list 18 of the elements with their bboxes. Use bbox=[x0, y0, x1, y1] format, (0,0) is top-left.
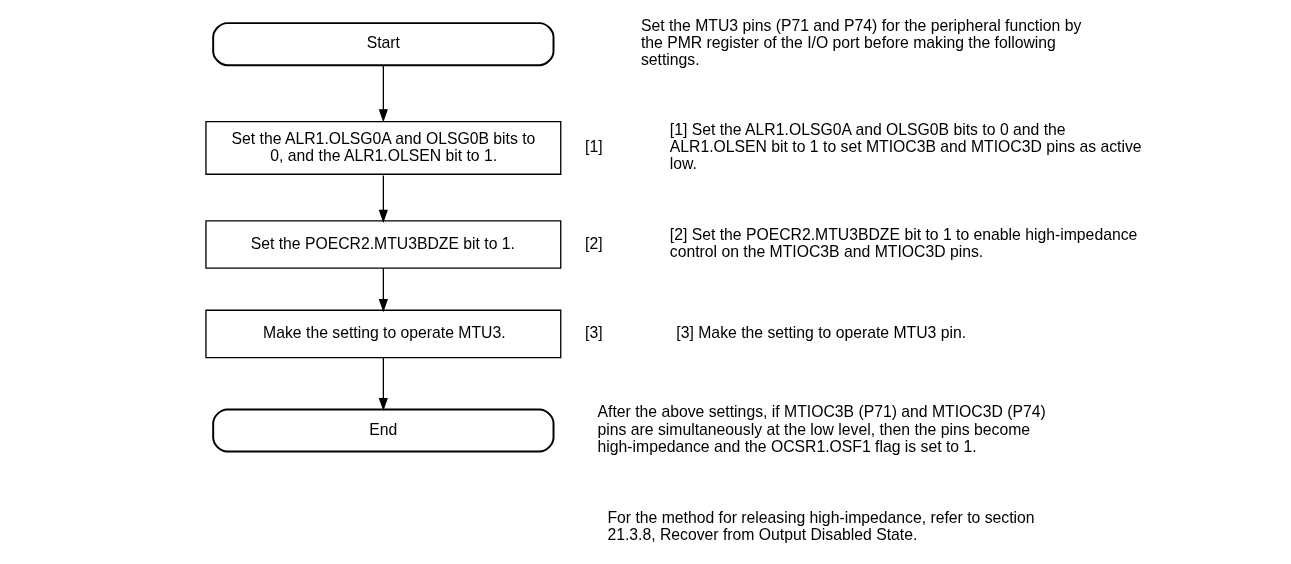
arrow bbox=[378, 356, 388, 412]
label: Set the MTU3 pins (P71 and P74) for the peripheral function by the PMR register of the I/O port before making the following settings. bbox=[640, 17, 1082, 69]
label: [2] Set the POECR2.MTU3BDZE bit to 1 to enable high-impedance control on the MTIOC3B and MTIOC3D pins. bbox=[669, 226, 1138, 261]
node-label: [2] bbox=[585, 234, 603, 252]
node-box: End bbox=[212, 408, 555, 453]
label: [3] Make the setting to operate MTU3 pin. bbox=[676, 323, 967, 341]
node-box: Start bbox=[212, 22, 555, 67]
arrow bbox=[378, 267, 388, 313]
arrow bbox=[378, 174, 388, 223]
label: After the above settings, if MTIOC3B (P71) and MTIOC3D (P74) pins are simultaneously at the low level, then the pins become high-impedance and the OCSR1.OSF1 flag is set to 1. bbox=[597, 403, 1046, 455]
arrow bbox=[378, 64, 388, 123]
node-label: [1] bbox=[585, 138, 603, 156]
label: For the method for releasing high-impedance, refer to section 21.3.8, Recover from Output Disabled State. bbox=[607, 508, 1035, 543]
label: [1] Set the ALR1.OLSG0A and OLSG0B bits to 0 and the ALR1.OLSEN bit to 1 to set MTIOC3B and MTIOC3D pins as active low. bbox=[669, 120, 1142, 173]
node-box: Set the ALR1.OLSG0A and OLSG0B bits to 0, and the ALR1.OLSEN bit to 1. bbox=[205, 121, 562, 175]
node-box: Set the POECR2.MTU3BDZE bit to 1. bbox=[205, 220, 562, 269]
node-label: [3] bbox=[585, 323, 603, 341]
node-box: Make the setting to operate MTU3. bbox=[205, 309, 562, 359]
